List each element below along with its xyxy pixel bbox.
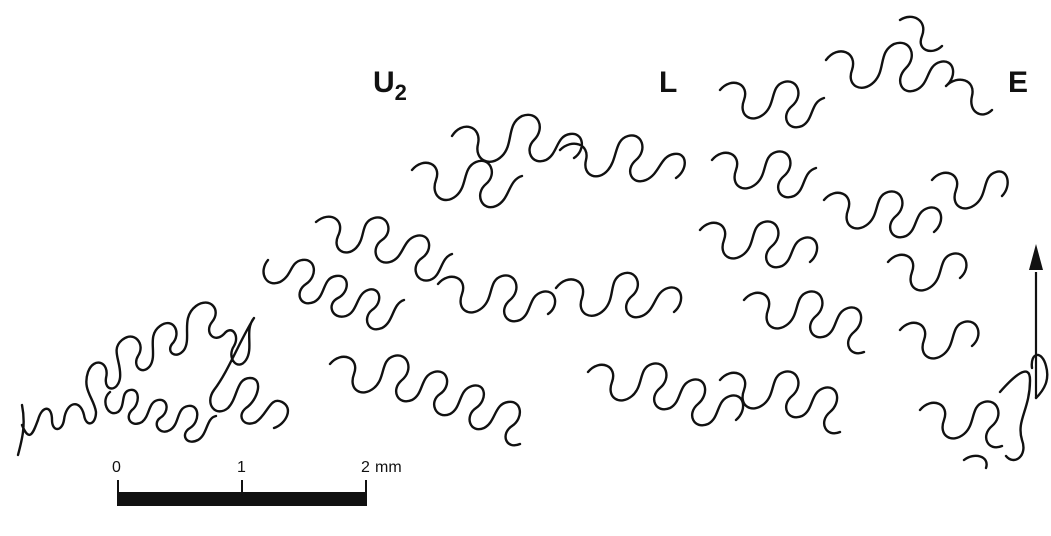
lobe-label-u2: U2 bbox=[373, 66, 407, 105]
lobe-label-l: L bbox=[659, 66, 677, 99]
scale-bar-fill bbox=[117, 492, 367, 506]
suture-line bbox=[18, 17, 1047, 468]
scale-tick-label-2: 2 bbox=[361, 459, 370, 476]
scale-tick-label-0: 0 bbox=[112, 459, 121, 476]
scale-tick-label-1: 1 bbox=[237, 459, 246, 476]
scale-bar: 0 1 2 mm bbox=[112, 459, 402, 506]
lobe-label-e: E bbox=[1008, 66, 1028, 99]
orientation-arrow bbox=[1029, 244, 1043, 398]
scale-unit-label: mm bbox=[375, 459, 402, 476]
